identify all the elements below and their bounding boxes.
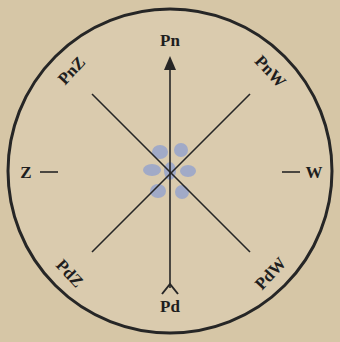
direction-label: Pn — [158, 32, 182, 49]
direction-label: Z — [18, 164, 33, 181]
outer-circle — [8, 9, 332, 333]
direction-label: W — [304, 164, 325, 181]
north-arrowhead — [164, 56, 176, 70]
direction-lines — [40, 64, 300, 294]
direction-label: Pd — [158, 298, 182, 315]
